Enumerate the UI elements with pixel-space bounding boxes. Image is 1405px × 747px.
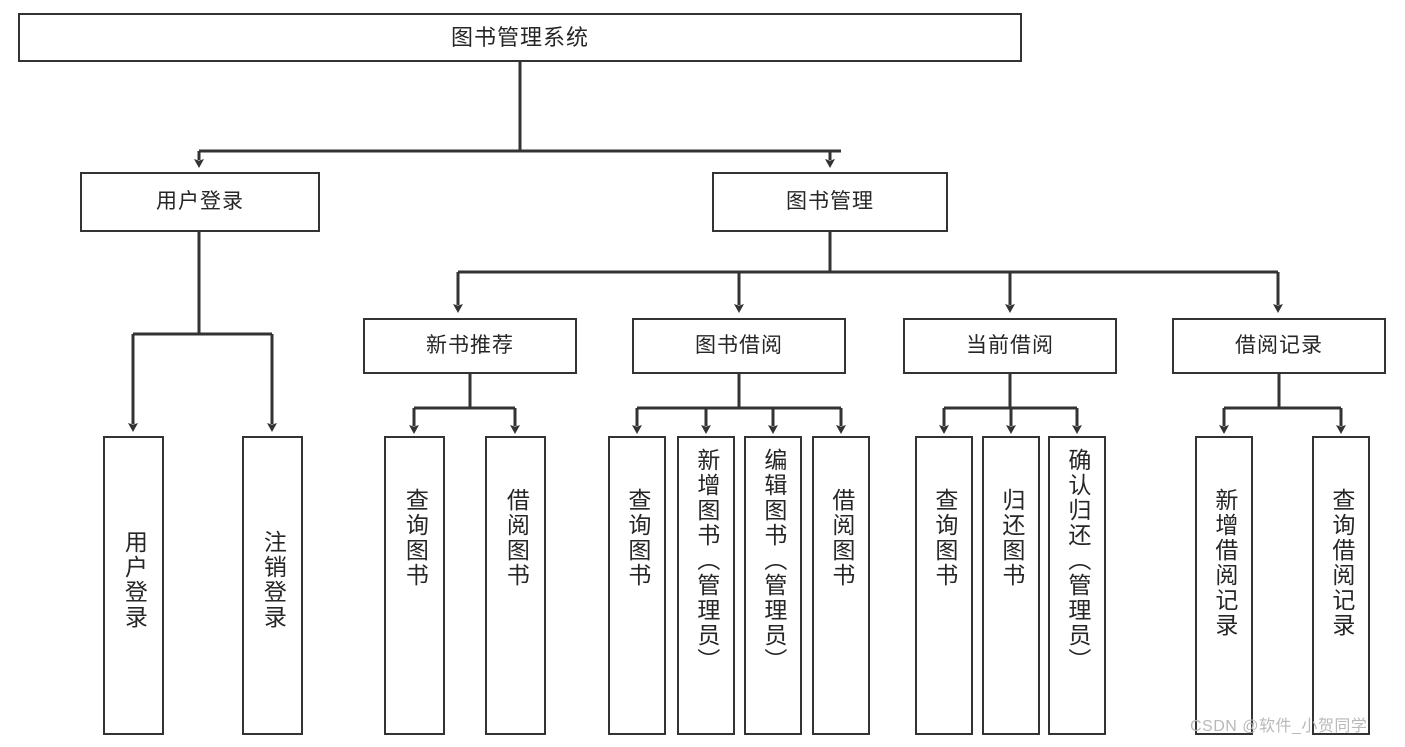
leaf-record-query-record[interactable]: 查询借阅记录 (1312, 436, 1370, 735)
node-borrow-record[interactable]: 借阅记录 (1172, 318, 1386, 374)
node-book-management[interactable]: 图书管理 (712, 172, 948, 232)
leaf-current-return-book[interactable]: 归还图书 (982, 436, 1040, 735)
leaf-recommend-query-book[interactable]: 查询图书 (384, 436, 445, 735)
leaf-label: 借阅图书 (828, 488, 855, 588)
leaf-label: 归还图书 (998, 488, 1025, 588)
leaf-current-query-book[interactable]: 查询图书 (915, 436, 973, 735)
leaf-label: 注销登录 (260, 530, 287, 630)
node-label: 图书管理 (786, 189, 874, 213)
leaf-label: 用户登录 (121, 530, 148, 630)
leaf-user-login-login[interactable]: 用户登录 (103, 436, 164, 735)
leaf-borrow-borrow-book[interactable]: 借阅图书 (812, 436, 870, 735)
node-label: 新书推荐 (426, 333, 514, 357)
leaf-label: 查询图书 (931, 488, 958, 588)
node-label: 借阅记录 (1235, 333, 1323, 357)
leaf-user-login-logout[interactable]: 注销登录 (242, 436, 303, 735)
leaf-label: 新增图书（管理员） (693, 448, 720, 673)
node-book-borrow[interactable]: 图书借阅 (632, 318, 846, 374)
leaf-label: 新增借阅记录 (1211, 488, 1238, 638)
leaf-borrow-query-book[interactable]: 查询图书 (608, 436, 666, 735)
leaf-label: 借阅图书 (503, 488, 530, 588)
node-current-borrow[interactable]: 当前借阅 (903, 318, 1117, 374)
node-label: 图书管理系统 (450, 24, 589, 50)
node-user-login[interactable]: 用户登录 (80, 172, 320, 232)
leaf-borrow-add-book-admin[interactable]: 新增图书（管理员） (677, 436, 735, 735)
node-label: 当前借阅 (966, 333, 1054, 357)
node-label: 图书借阅 (695, 333, 783, 357)
leaf-borrow-edit-book-admin[interactable]: 编辑图书（管理员） (744, 436, 802, 735)
leaf-label: 查询图书 (624, 488, 651, 588)
node-root-book-management-system[interactable]: 图书管理系统 (18, 13, 1022, 62)
leaf-label: 确认归还（管理员） (1064, 448, 1091, 673)
leaf-label: 查询图书 (402, 488, 429, 588)
leaf-record-add-record[interactable]: 新增借阅记录 (1195, 436, 1253, 735)
leaf-recommend-borrow-book[interactable]: 借阅图书 (485, 436, 546, 735)
leaf-label: 查询借阅记录 (1328, 488, 1355, 638)
node-new-book-recommend[interactable]: 新书推荐 (363, 318, 577, 374)
leaf-current-confirm-return-admin[interactable]: 确认归还（管理员） (1048, 436, 1106, 735)
node-label: 用户登录 (156, 189, 244, 213)
leaf-label: 编辑图书（管理员） (760, 448, 787, 673)
